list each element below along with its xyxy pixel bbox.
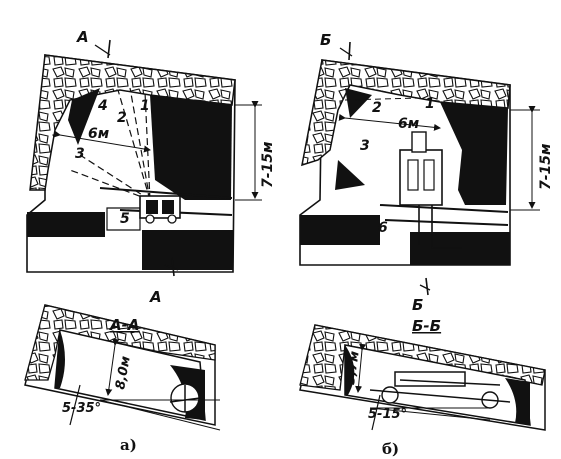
drill-rig-6 <box>399 131 462 249</box>
panel-b-section-angle: 5-15° <box>368 407 407 422</box>
panel-a-section-title: А-А <box>109 316 139 334</box>
panel-a-mark-top: А <box>76 28 89 46</box>
panel-b-num-3: 3 <box>360 138 370 154</box>
panel-a-width-dim: 6м <box>88 126 109 142</box>
panel-b-plan <box>299 41 540 296</box>
panel-a-num-4: 4 <box>97 98 108 114</box>
panel-a-plan <box>26 39 262 277</box>
panel-a-caption: а) <box>120 436 137 454</box>
panel-a-section <box>24 304 221 431</box>
panel-a-height-dim: 7-15м <box>260 142 276 188</box>
panel-b-num-6: 6 <box>378 220 388 236</box>
panel-a-section-angle: 5-35° <box>62 401 101 416</box>
panel-a-mark-bottom: А <box>149 288 162 306</box>
panel-a-section-height: 8,0м <box>113 355 134 391</box>
panel-b-section-height: 3,7м <box>343 350 363 386</box>
panel-b-section <box>299 324 546 431</box>
panel-b-num-2: 2 <box>372 100 382 116</box>
panel-b-mark-bottom: Б <box>412 296 423 314</box>
panel-a-num-3: 3 <box>75 146 85 162</box>
panel-b-num-1: 1 <box>425 96 435 112</box>
panel-a-num-5: 5 <box>120 211 130 227</box>
panel-b-width-dim: 6м <box>398 116 419 132</box>
panel-b-section-title: Б-Б <box>412 317 441 335</box>
panel-a-num-2: 2 <box>117 110 127 126</box>
panel-b-caption: б) <box>382 440 399 458</box>
panel-b-height-dim: 7-15м <box>538 144 554 190</box>
drill-rig-5 <box>139 195 181 224</box>
panel-b-mark-top: Б <box>320 31 331 49</box>
panel-a-num-1: 1 <box>140 98 150 114</box>
